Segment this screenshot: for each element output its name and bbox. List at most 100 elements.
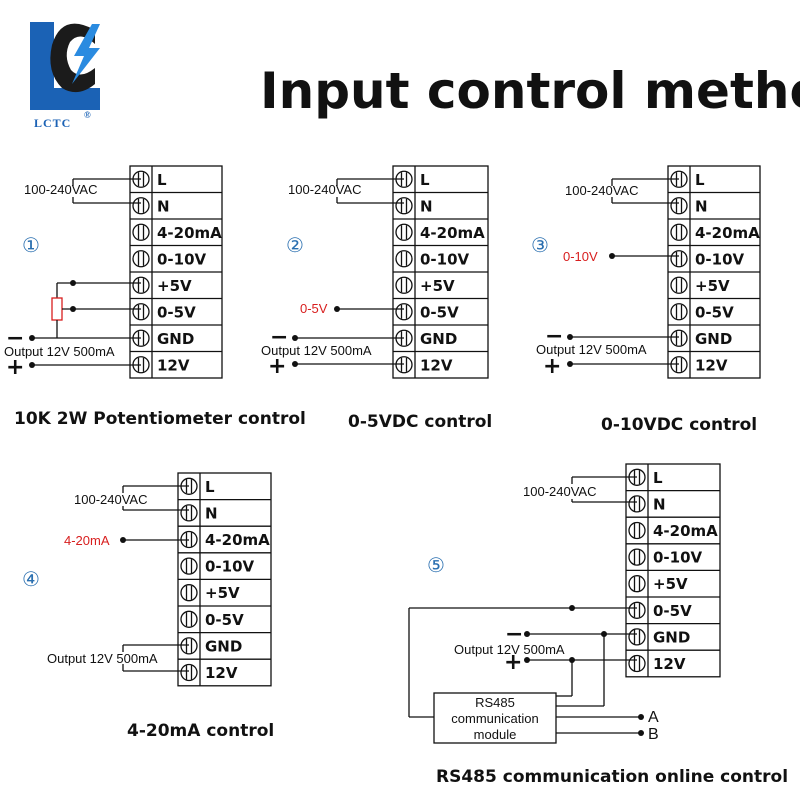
terminal-screw-icon [395,223,413,241]
junction [29,362,35,368]
terminal-screw-icon [670,250,688,268]
plus-sign: + [543,354,561,379]
terminal-label: 12V [420,356,453,374]
junction [567,334,573,340]
output-label: Output 12V 500mA [536,342,647,357]
terminal-label: L [420,171,430,189]
minus-sign: − [6,326,24,351]
terminal-screw-icon [670,329,688,347]
page-title: Input control method [260,62,800,120]
potentiometer-icon [51,297,63,321]
terminal-label: N [205,504,218,522]
terminal-screw-icon [180,504,198,522]
diagram-1: ① 100-240VAC − Output 12V 500mA + 10K 2W… [4,178,306,429]
terminal-label: 4-20mA [695,224,760,242]
terminal-screw-icon [180,584,198,602]
junction [334,306,340,312]
terminal-label: +5V [420,277,455,295]
terminal-label: N [695,197,708,215]
lctc-logo: LCTC ® [30,22,100,130]
minus-sign: − [545,324,563,349]
terminal-screw-icon [180,610,198,628]
diagram-2: ② 100-240VAC 0-5V − Output 12V 500mA + 0… [261,178,492,432]
terminal-screw-icon [395,197,413,215]
junction [569,605,575,611]
diagram-caption: 0-5VDC control [348,412,492,432]
junction [524,657,530,663]
logo-registered-mark: ® [84,110,92,120]
terminal-screw-icon [132,197,150,215]
terminal-label: 0-10V [695,250,745,268]
logo-bottom-bar [30,88,100,110]
terminal-block: LN 4-20mA 0-10V +5V 0-5V GND 12V [667,165,761,379]
junction [292,335,298,341]
terminal-screw-icon [395,250,413,268]
diagram-caption: 0-10VDC control [601,415,757,435]
rs485-label-line: module [474,727,517,742]
terminal-label: N [420,197,433,215]
junction [120,537,126,543]
plus-sign: + [504,650,522,675]
terminal-b-label: B [648,726,659,743]
terminal-screw-icon [628,521,646,540]
terminal-screw-icon [628,654,646,673]
terminal-label: 4-20mA [205,531,270,549]
terminal-blocks: LN4-20mA0-10V+5V0-5VGND12VLN4-20mA0-10V+… [129,165,761,687]
terminal-label: 0-5V [695,303,734,321]
terminal-label: GND [653,628,690,646]
terminal-label: 4-20mA [157,224,222,242]
ac-label: 100-240VAC [74,492,147,507]
terminal-screw-icon [132,303,150,321]
terminal-label: L [653,469,663,487]
terminal-label: L [695,171,705,189]
terminal-screw-icon [180,637,198,655]
logo-c-shape [50,23,95,93]
terminal-label: N [157,197,170,215]
terminal-label: 12V [695,356,728,374]
diagram-5: ⑤ 100-240VAC − Output 12V 500mA + RS485 … [408,476,788,787]
terminal-label: 0-5V [205,611,244,629]
terminal-screw-icon [132,223,150,241]
terminal-label: +5V [157,277,192,295]
terminal-screw-icon [395,303,413,321]
terminal-label: 0-10V [420,250,470,268]
terminal-screw-icon [628,575,646,593]
ac-label: 100-240VAC [288,182,361,197]
terminal-screw-icon [628,548,646,566]
junction [524,631,530,637]
ac-label: 100-240VAC [523,484,596,499]
terminal-screw-icon [628,495,646,513]
ac-label: 100-240VAC [24,182,97,197]
terminal-label: +5V [695,277,730,295]
terminal-label: GND [695,330,732,348]
junction [292,361,298,367]
terminal-label: GND [420,330,457,348]
terminal-label: 0-5V [157,303,196,321]
diagram-4: ④ 100-240VAC 4-20mA Output 12V 500mA 4-2… [22,485,274,741]
terminal-label: GND [205,637,242,655]
rs485-label-line: communication [451,711,538,726]
terminal-screw-icon [670,197,688,215]
terminal-label: 0-10V [157,250,207,268]
rs485-label-line: RS485 [475,695,515,710]
junction [567,361,573,367]
terminal-label: 0-10V [205,558,255,576]
minus-sign: − [505,622,523,647]
terminal-label: 0-10V [653,549,703,567]
terminal-screw-icon [670,276,688,294]
signal-label: 4-20mA [64,533,110,548]
plus-sign: + [6,355,24,380]
terminal-label: GND [157,330,194,348]
junction [29,335,35,341]
terminal-screw-icon [180,557,198,575]
terminal-screw-icon [628,601,646,619]
rs485-module [433,692,557,744]
signal-label: 0-5V [300,301,328,316]
logo-text: LCTC [34,116,71,130]
terminal-a-dot [638,714,644,720]
diagram-number: ④ [22,567,40,591]
